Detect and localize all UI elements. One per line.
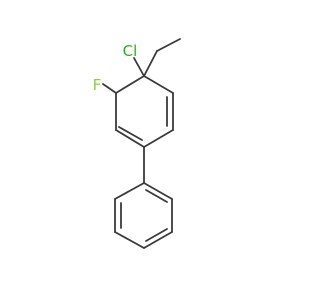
bond-c6-c1 [115,75,145,94]
bond-ethyl-ch2-ch3 [156,38,181,52]
bond-p6-p1 [114,182,145,200]
bond-c1-cl [133,57,145,77]
bonds [102,38,181,249]
bond-c1-ethyl-ch2 [143,50,158,77]
chlorine-label: Cl [123,42,138,60]
bond-c3-c4 [143,129,174,148]
bond-p1-p2-double [145,189,168,203]
bond-p3-p4-double [145,228,168,242]
bond-c4-c5-double [118,126,143,141]
fluorine-label: F [93,76,102,94]
bond-c4-c5 [115,129,145,148]
bond-c6-f [102,83,117,94]
molecule-structure: Cl F [93,38,181,249]
bond-p3-p4 [143,231,173,249]
bond-p1-p2 [143,182,173,200]
structure-canvas: Cl F [93,38,181,249]
bond-c1-c2 [143,75,174,94]
bond-p4-p5 [114,231,145,249]
